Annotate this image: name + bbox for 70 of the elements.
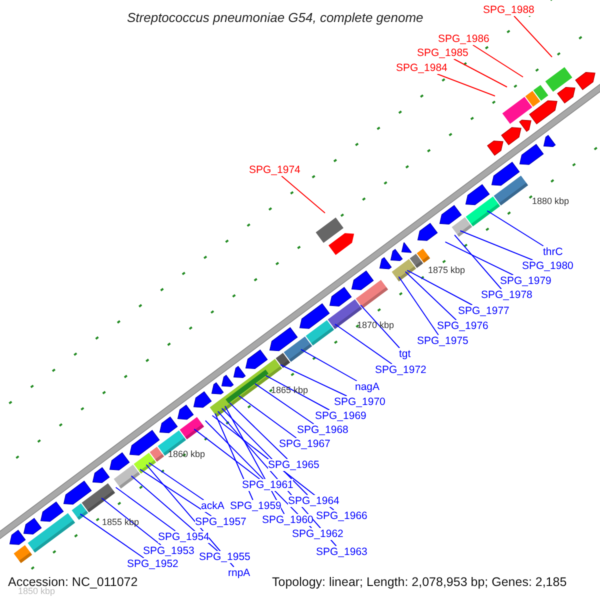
gene-label: SPG_1953 — [143, 545, 194, 557]
leader-line — [280, 364, 348, 396]
leader-line — [101, 498, 162, 546]
leader-line — [436, 74, 496, 96]
gene-label: SPG_1980 — [522, 260, 574, 272]
gene-label: SPG_1961 — [242, 479, 294, 491]
leader-line — [404, 271, 457, 320]
gene-label: SPG_1970 — [334, 396, 386, 408]
gene-label: SPG_1974 — [249, 164, 300, 176]
coordinate-label: 1850 kbp — [18, 586, 56, 596]
gene-label: SPG_1962 — [292, 528, 344, 540]
gene-label: nagA — [355, 381, 380, 393]
gene-label: tgt — [399, 348, 411, 360]
gene-label: SPG_1984 — [396, 62, 448, 74]
gene-label: SPG_1978 — [481, 289, 532, 301]
leader-line — [238, 395, 297, 438]
leader-line — [460, 230, 534, 260]
coordinate-label: 1880 kbp — [532, 196, 570, 206]
gene-label: ackA — [201, 500, 224, 512]
leader-line — [486, 210, 544, 246]
leader-line — [472, 44, 524, 78]
gene-label: SPG_1975 — [417, 335, 468, 347]
map-info-text: Accession: NC_011072 — [8, 575, 138, 589]
leader-line — [360, 304, 400, 348]
gene-label: rnpA — [228, 567, 250, 579]
leader-line — [221, 408, 308, 496]
gene-label: SPG_1967 — [279, 438, 330, 450]
leader-line — [454, 234, 502, 290]
leader-line — [334, 324, 392, 364]
gene-label: SPG_1954 — [158, 531, 210, 543]
gene-label: SPG_1957 — [195, 516, 246, 528]
gene-label: SPG_1965 — [268, 459, 320, 471]
gene-label: SPG_1985 — [417, 47, 468, 59]
gene-label: thrC — [543, 246, 563, 258]
leader-line — [444, 241, 514, 276]
leader-line — [194, 428, 260, 480]
leader-line — [398, 276, 439, 336]
gene-label: SPG_1986 — [438, 33, 490, 45]
coordinate-label: 1875 kbp — [428, 265, 466, 275]
leader-line — [453, 58, 508, 88]
coordinate-label: 1865 kbp — [271, 385, 308, 395]
leader-line — [148, 462, 204, 500]
gene-label: SPG_1969 — [315, 410, 366, 422]
leader-line — [229, 402, 288, 460]
gene-label: SPG_1960 — [262, 514, 314, 526]
coordinate-label: 1870 kbp — [357, 320, 394, 330]
leader-line — [281, 176, 326, 214]
leader-line — [406, 270, 473, 306]
gene-label: SPG_1972 — [375, 364, 426, 376]
gene-label: SPG_1976 — [437, 320, 488, 332]
gene-label: SPG_1964 — [288, 495, 340, 507]
gene-label: SPG_1988 — [483, 4, 534, 16]
leader-line — [80, 513, 144, 558]
map-title: Streptococcus pneumoniae G54, complete genome — [127, 10, 424, 26]
gene-label: SPG_1977 — [458, 305, 510, 317]
leader-line — [265, 375, 330, 410]
gene-label: SPG_1966 — [316, 510, 368, 522]
leader-line — [140, 468, 212, 516]
leader-line — [514, 16, 552, 58]
gene-label: SPG_1952 — [127, 558, 178, 570]
gene-label: SPG_1979 — [500, 275, 552, 287]
coordinate-label: 1860 kbp — [168, 449, 206, 459]
map-info-text: Topology: linear; Length: 2,078,953 bp; Genes: 2,185 — [272, 575, 567, 590]
leader-line — [254, 383, 314, 424]
gene-label: SPG_1959 — [230, 500, 282, 512]
gene-label: SPG_1963 — [316, 546, 368, 558]
gene-label: SPG_1955 — [199, 551, 250, 563]
gene-label: SPG_1968 — [297, 424, 348, 436]
leader-line — [115, 486, 176, 532]
leader-line — [300, 348, 358, 382]
